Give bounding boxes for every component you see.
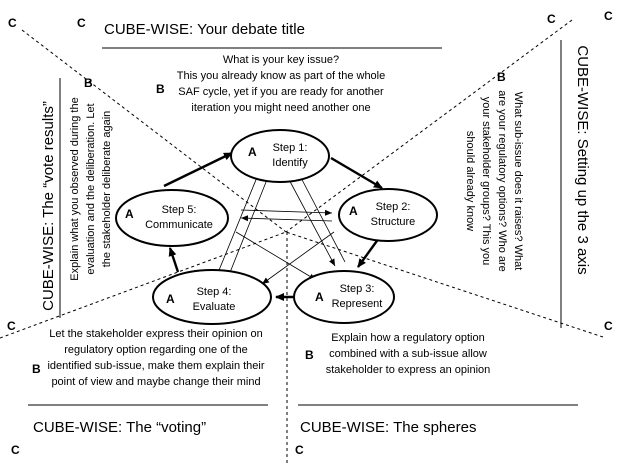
marker-a: A [315,290,324,304]
text-bottom-left: Let the stakeholder express their opinio… [36,326,276,390]
marker-a: A [248,145,257,159]
corner-letter: C [8,16,17,30]
step-1-ellipse [230,129,330,183]
step-name: Evaluate [192,301,236,313]
marker-a: A [166,292,175,306]
text-line: point of view and maybe change their min… [51,376,261,388]
cross-arrow [284,171,336,267]
title-bottom-right: CUBE-WISE: The spheres [300,419,477,436]
marker-b: B [156,82,165,96]
text-line: evaluation and the deliberation. Let [85,103,97,275]
step-5-label: Step 5: Communicate [136,203,222,233]
text-bottom-right: Explain how a regulatory option combined… [318,330,498,378]
step-2-label: Step 2: Structure [358,200,428,230]
marker-b: B [497,70,506,84]
step-name: Structure [370,216,416,228]
text-left: Explain what you observed during the eva… [67,79,117,299]
corner-letter: C [7,319,16,333]
text-line: This you already know as part of the who… [176,70,386,82]
text-line: regulatory option regarding one of the [64,344,248,356]
step-title: Step 3: [339,283,375,295]
step-title: Step 4: [196,286,232,298]
marker-b: B [32,362,41,376]
step-3-label: Step 3: Represent [322,282,392,312]
step-1-label: Step 1: Identify [255,141,325,171]
step-name: Communicate [145,219,213,231]
text-top: What is your key issue? This you already… [166,52,396,116]
cross-arrow [240,215,333,222]
text-line: the stakeholder deliberate again [101,110,113,268]
corner-letter: C [295,443,304,457]
diagonal-top-right [285,19,573,233]
title-right: CUBE-WISE: Setting up the 3 axis [574,45,591,275]
text-line: your stakeholder groups? This you [480,96,492,266]
text-right: What sub-issue does it raises? What are … [460,71,526,291]
step-4-label: Step 4: Evaluate [179,285,249,315]
cycle-arrow-1-2 [330,156,383,190]
step-3-ellipse [293,270,395,324]
corner-letter: C [77,16,86,30]
text-line: stakeholder to express an opinion [325,364,491,376]
diagonal-bottom-left [0,231,287,339]
title-top: CUBE-WISE: Your debate title [104,21,305,38]
cross-arrow [240,209,333,216]
text-line: Let the stakeholder express their opinio… [49,328,263,340]
text-line: What is your key issue? [222,54,340,66]
text-line: iteration you might need another one [191,102,371,114]
text-line: should already know [464,130,476,232]
cycle-arrow-5-1 [163,151,233,188]
text-line: Explain how a regulatory option [331,332,485,344]
corner-letter: C [604,319,613,333]
text-line: SAF cycle, yet if you are ready for anot… [178,86,384,98]
cycle-arrow-4-5 [168,247,180,273]
title-left: CUBE-WISE: The “vote results” [40,101,57,311]
text-line: are your regulatory options? Who are [496,90,508,272]
cross-arrow [214,169,261,281]
marker-b: B [305,348,314,362]
corner-letter: C [604,9,613,23]
step-name: Represent [331,298,383,310]
step-5-ellipse [115,189,229,247]
cross-arrow [226,171,271,281]
cycle-arrow-2-3 [357,237,380,268]
text-line: combined with a sub-issue allow [329,348,487,360]
title-bottom-left: CUBE-WISE: The “voting” [33,419,207,436]
step-name: Identify [272,157,308,169]
step-2-ellipse [338,188,438,242]
text-line: What sub-issue does it raises? What [512,91,524,271]
cross-arrow [261,231,335,285]
marker-a: A [349,204,358,218]
step-title: Step 1: [272,142,308,154]
text-line: Explain what you observed during the [69,97,81,281]
diagonal-top-left [21,29,287,233]
corner-letter: C [11,443,20,457]
step-title: Step 5: [161,204,197,216]
cross-arrow [235,231,317,281]
step-title: Step 2: [375,201,411,213]
cross-arrow [297,171,346,263]
corner-letter: C [547,12,556,26]
marker-b: B [84,76,93,90]
step-4-ellipse [152,269,272,325]
marker-a: A [125,207,134,221]
text-line: identified sub-issue, make them explain … [47,360,265,372]
